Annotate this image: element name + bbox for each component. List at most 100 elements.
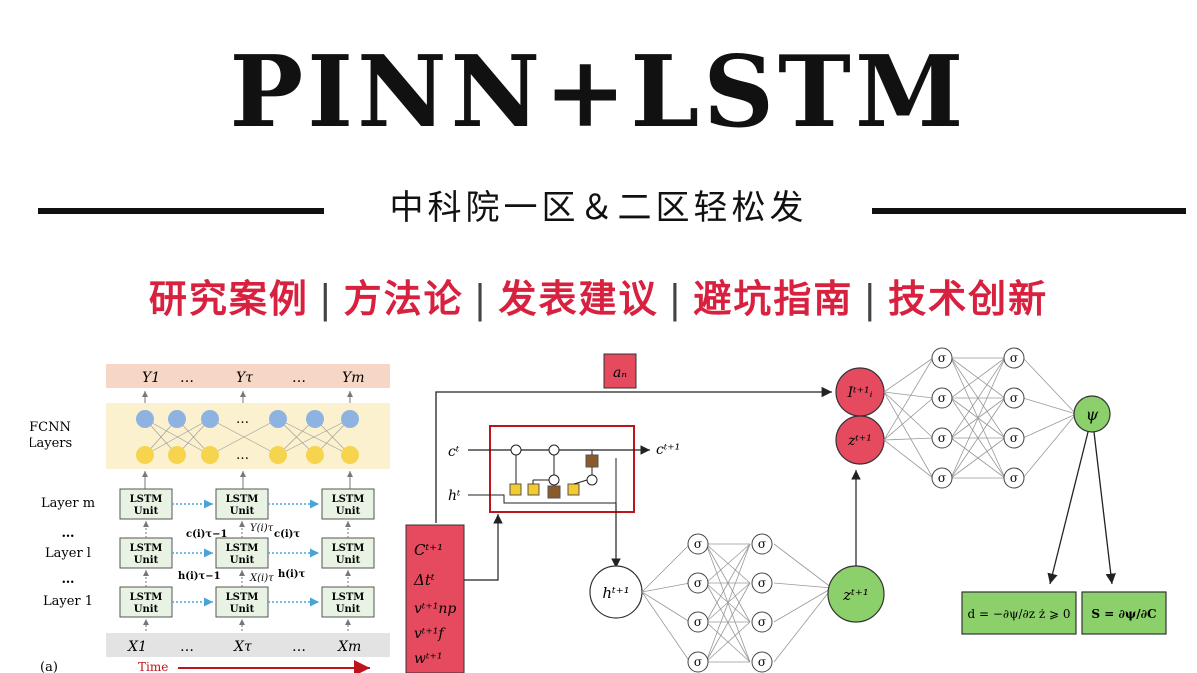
input-to-cell-arrow <box>464 514 503 581</box>
lstm-unit-label: Unit <box>134 506 159 517</box>
lstm-unit-label: LSTM <box>332 592 365 603</box>
state-h-prev: h(i)τ−1 <box>178 571 221 582</box>
state-c: c(i)τ <box>274 529 300 540</box>
h-next-label: hᵗ⁺¹ <box>602 584 629 602</box>
lstm-unit-label: LSTM <box>130 494 163 505</box>
c-t-label: cᵗ <box>448 444 460 460</box>
output-ellipsis: … <box>180 370 194 386</box>
fcnn-bottom-neurons <box>136 446 359 464</box>
sigma-label: σ <box>758 655 766 669</box>
layer-l-label: Layer l <box>45 546 91 561</box>
state-x: X(i)τ <box>249 573 274 584</box>
state-y: Y(i)τ <box>250 523 274 534</box>
recurrent-connections <box>172 499 319 607</box>
feed-forward-line <box>435 386 832 523</box>
z-green-label: zᵗ⁺¹ <box>842 586 869 604</box>
lstm-unit-label: Unit <box>336 555 361 566</box>
sigma-label: σ <box>1010 351 1018 365</box>
state-h: h(i)τ <box>278 569 306 580</box>
sigma-label: σ <box>938 431 946 445</box>
state-c-prev: c(i)τ−1 <box>186 529 227 540</box>
input-xm: Xm <box>337 639 361 655</box>
tag-innovation: 技术创新 <box>888 277 1049 321</box>
I-label: Iᵗ⁺¹ᵢ <box>847 385 873 401</box>
stress-equation: S = ∂ψ/∂C <box>1091 607 1156 621</box>
sigma-label: σ <box>694 576 702 590</box>
input-C: Cᵗ⁺¹ <box>414 541 443 559</box>
lstm-units <box>119 488 375 618</box>
top-sigma-nodes: σ σ σ σ σ σ σ σ <box>931 347 1025 489</box>
psi-node <box>1073 395 1111 433</box>
psi-label: ψ <box>1086 405 1099 424</box>
sigma-label: σ <box>938 351 946 365</box>
input-vnp: vᵗ⁺¹np <box>414 601 456 617</box>
topic-tags: 研究案例|方法论|发表建议|避坑指南|技术创新 <box>0 268 1197 323</box>
input-vf: vᵗ⁺¹f <box>414 626 446 642</box>
page-title: PINN+LSTM <box>229 35 968 150</box>
stress-equation-box <box>1081 591 1167 635</box>
lstm-unit-label: LSTM <box>332 543 365 554</box>
top-network-edges <box>883 357 1077 479</box>
sigma-label: σ <box>758 576 766 590</box>
input-band <box>106 633 390 657</box>
sigma-label: σ <box>758 615 766 629</box>
left-divider <box>38 208 324 214</box>
dissipation-equation-box <box>961 591 1077 635</box>
z-red-label: zᵗ⁺¹ <box>847 433 872 449</box>
fcnn-ellipsis: … <box>236 412 249 427</box>
input-box <box>405 524 465 673</box>
lstm-cell-box <box>489 425 635 513</box>
lstm-unit-label: Unit <box>134 555 159 566</box>
lstm-unit-label: Unit <box>336 506 361 517</box>
fcnn-label-line1: FCNN <box>30 420 71 435</box>
psi-to-d-arrow <box>1047 431 1089 585</box>
sigma-label: σ <box>694 537 702 551</box>
lstm-unit-label: LSTM <box>226 592 259 603</box>
fcnn-top-neurons <box>136 410 359 428</box>
dissipation-equation: d = −∂ψ/∂z ż ⩾ 0 <box>967 607 1070 621</box>
tag-separator: | <box>473 277 489 321</box>
sigma-label: σ <box>938 391 946 405</box>
lstm-unit-label: Unit <box>336 604 361 615</box>
lstm-unit-label: LSTM <box>226 494 259 505</box>
sigma-label: σ <box>694 655 702 669</box>
right-divider <box>872 208 1186 214</box>
sigma-label: σ <box>1010 391 1018 405</box>
h-t-label: hᵗ <box>448 488 461 504</box>
a-n-box <box>603 353 637 389</box>
sigma-label: σ <box>694 615 702 629</box>
sigma-label: σ <box>1010 471 1018 485</box>
panel-label: (a) <box>40 660 58 673</box>
sigma-label: σ <box>758 537 766 551</box>
layer-ellipsis: … <box>62 526 75 541</box>
lstm-unit-label: LSTM <box>226 543 259 554</box>
lstm-unit-label: Unit <box>230 506 255 517</box>
layer-ellipsis: … <box>62 572 75 587</box>
output-ellipsis: … <box>292 370 306 386</box>
input-xtau: Xτ <box>233 639 252 655</box>
input-x1: X1 <box>127 639 147 655</box>
tag-separator: | <box>668 277 684 321</box>
input-w: wᵗ⁺¹ <box>414 651 442 667</box>
tag-methodology: 方法论 <box>343 277 464 321</box>
tag-separator: | <box>863 277 879 321</box>
subtitle: 中科院一区＆二区轻松发 <box>389 188 808 228</box>
output-ym: Ym <box>342 370 365 386</box>
hidden-state-path <box>468 458 617 504</box>
output-band <box>106 364 390 388</box>
tag-pitfall-guide: 避坑指南 <box>693 277 854 321</box>
lstm-unit-label: LSTM <box>130 592 163 603</box>
lstm-unit-label: Unit <box>230 604 255 615</box>
tag-publishing-advice: 发表建议 <box>498 277 659 321</box>
sigma-label: σ <box>938 471 946 485</box>
psi-to-S-arrow <box>1093 431 1116 585</box>
output-ytau: Yτ <box>236 370 253 386</box>
layer-1-label: Layer 1 <box>43 594 93 609</box>
lstm-gates <box>509 444 599 499</box>
layer-connections <box>143 521 351 635</box>
layer-m-label: Layer m <box>41 496 95 511</box>
pinn-network-diagram: aₙ cᵗ hᵗ cᵗ⁺¹ Cᵗ⁺¹ Δtᵗ vᵗ⁺¹np vᵗ⁺¹f wᵗ⁺¹… <box>405 347 1167 673</box>
middle-sigma-nodes: σ σ σ σ σ σ σ σ <box>687 533 773 673</box>
lstm-fcnn-diagram: Y1 … Yτ … Ym FCNN Layers … … Layer m … L… <box>30 364 390 673</box>
input-ellipsis: … <box>292 639 306 655</box>
